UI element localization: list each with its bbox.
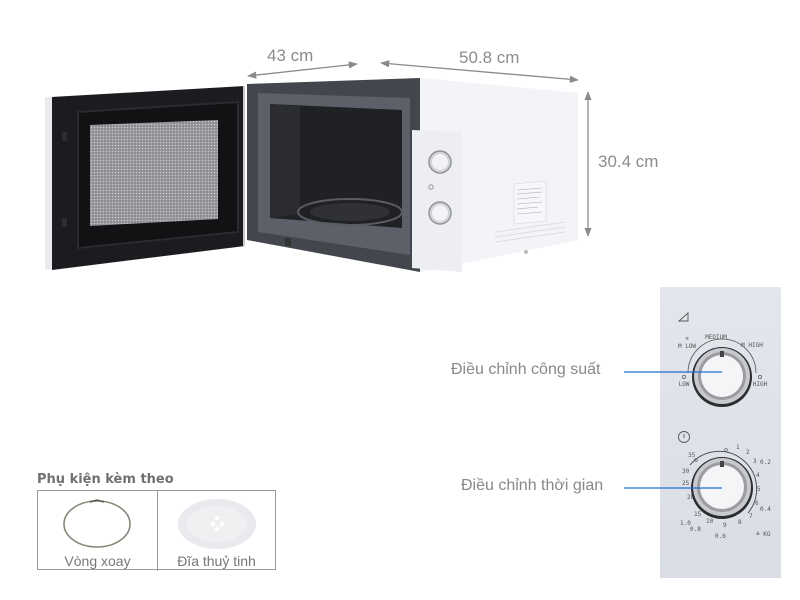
svg-text:3: 3 (753, 458, 757, 465)
svg-text:25: 25 (682, 480, 690, 487)
svg-text:0.2: 0.2 (760, 459, 771, 466)
microwave-image (45, 78, 578, 272)
svg-text:0.4: 0.4 (760, 506, 771, 513)
glass-plate-icon (178, 499, 256, 549)
clock-icon (678, 431, 690, 443)
svg-text:8: 8 (738, 519, 742, 526)
svg-text:✲: ✲ (685, 335, 689, 342)
svg-text:35: 35 (688, 452, 696, 459)
accessories-box: Vòng xoay Đĩa thuỷ tinh (37, 490, 276, 571)
accessory-label: Vòng xoay (64, 553, 131, 569)
svg-text:1.0: 1.0 (680, 520, 691, 527)
depth-dimension-label: 43 cm (267, 46, 314, 65)
svg-text:7: 7 (749, 513, 753, 520)
accessory-label: Đĩa thuỷ tinh (177, 553, 256, 569)
power-label-mhigh: M HIGH (741, 342, 763, 349)
svg-text:0.8: 0.8 (690, 526, 701, 533)
svg-text:0.6: 0.6 (715, 533, 726, 540)
svg-text:30: 30 (682, 468, 690, 475)
svg-text:2: 2 (746, 449, 750, 456)
power-knob[interactable] (692, 347, 752, 407)
power-label-high: HIGH (753, 381, 768, 388)
dimension-arrows (247, 60, 592, 237)
accessory-rotating-ring: Vòng xoay (38, 491, 158, 571)
svg-text:10: 10 (706, 518, 714, 525)
rotating-ring-icon (63, 499, 131, 548)
svg-text:1: 1 (736, 444, 740, 451)
svg-text:5: 5 (757, 486, 761, 493)
power-label-low: LOW (679, 381, 690, 388)
height-dimension-label: 30.4 cm (598, 152, 659, 171)
callout-power-adjust: Điều chỉnh công suất (451, 361, 601, 378)
timer-knob[interactable] (691, 457, 753, 519)
accessories-title: Phụ kiện kèm theo (37, 472, 174, 487)
callout-timer-adjust: Điều chỉnh thời gian (461, 477, 604, 494)
power-label-mlow: M LOW (678, 343, 696, 350)
svg-text:15: 15 (694, 511, 702, 518)
control-panel-graphic: MEDIUM M LOW ✲ M HIGH LOW HIGH 1 2 3 0.2… (677, 311, 771, 540)
accessory-glass-plate: Đĩa thuỷ tinh (158, 491, 275, 571)
svg-text:9: 9 (723, 522, 727, 529)
defrost-icon: ≗ KG (756, 531, 771, 538)
microwave-control-strip (412, 130, 462, 272)
svg-text:≗ KG: ≗ KG (756, 531, 771, 538)
svg-text:20: 20 (687, 494, 695, 501)
svg-text:4: 4 (756, 472, 760, 479)
power-triangle-icon (677, 311, 689, 322)
power-label-medium: MEDIUM (705, 334, 727, 341)
microwave-door (45, 86, 245, 270)
control-panel-closeup: MEDIUM M LOW ✲ M HIGH LOW HIGH 1 2 3 0.2… (660, 287, 781, 578)
svg-text:6: 6 (755, 500, 759, 507)
